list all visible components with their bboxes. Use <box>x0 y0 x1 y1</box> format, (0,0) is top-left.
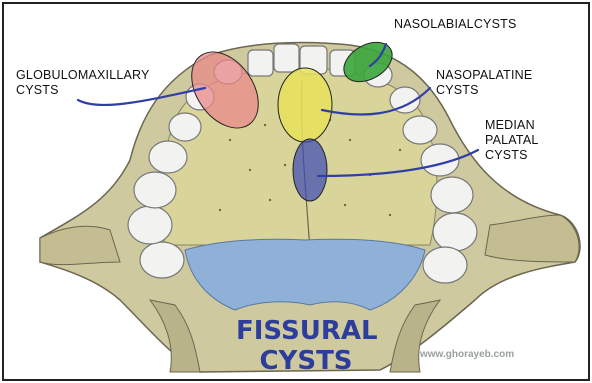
label-nasolabial: NASOLABIALCYSTS <box>394 17 517 32</box>
watermark: www.ghorayeb.com <box>420 349 514 360</box>
title-line2: CYSTS <box>236 346 376 376</box>
label-globulomaxillary-line1: GLOBULOMAXILLARY <box>16 68 150 82</box>
title-line1: FISSURAL <box>236 316 376 346</box>
label-globulomaxillary: GLOBULOMAXILLARY CYSTS <box>16 68 150 98</box>
label-median-palatal-line1: MEDIAN <box>485 118 535 132</box>
label-median-palatal-line3: CYSTS <box>485 148 528 162</box>
label-median-palatal: MEDIAN PALATAL CYSTS <box>485 118 539 163</box>
soft-palate <box>185 239 425 310</box>
nasopalatine-cyst-region <box>278 68 332 142</box>
median-palatal-cyst-region <box>293 139 327 201</box>
central-incisor <box>274 44 299 72</box>
label-median-palatal-line2: PALATAL <box>485 133 539 147</box>
label-globulomaxillary-line2: CYSTS <box>16 83 59 97</box>
label-nasopalatine-line2: CYSTS <box>436 83 479 97</box>
label-nasopalatine-line1: NASOPALATINE <box>436 68 532 82</box>
label-nasopalatine: NASOPALATINE CYSTS <box>436 68 532 98</box>
